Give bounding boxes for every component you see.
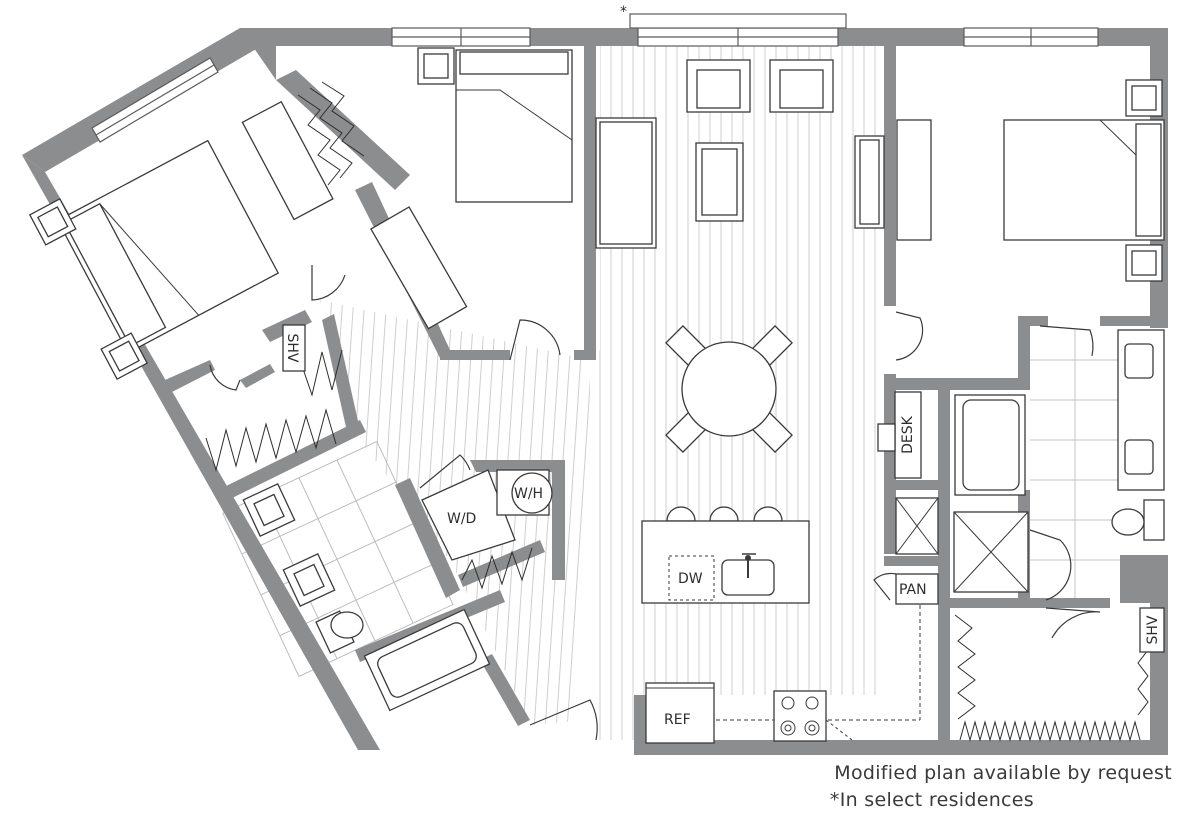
walls <box>22 28 1168 755</box>
desk: DESK <box>877 391 922 479</box>
living-furniture <box>595 59 885 249</box>
right-bath-fixtures <box>953 329 1165 593</box>
right-bath-tile <box>1030 330 1120 600</box>
svg-text:PAN: PAN <box>899 582 927 598</box>
note-select-residences: *In select residences <box>829 789 1034 811</box>
shv-right: SHV <box>1139 607 1165 653</box>
mid-bedroom-dresser <box>370 206 468 330</box>
mid-bedroom-furniture <box>417 47 573 203</box>
kitchen-island: DW <box>641 506 810 604</box>
right-closet <box>954 614 1149 742</box>
windows <box>91 13 1099 143</box>
svg-text:W/D: W/D <box>447 511 476 527</box>
dining-set <box>665 325 793 453</box>
kitchen-counter: REF <box>645 605 921 744</box>
svg-text:DW: DW <box>678 571 703 587</box>
window-asterisk: * <box>620 4 627 20</box>
hatch-line <box>566 300 590 725</box>
svg-text:REF: REF <box>664 712 691 728</box>
mid-bedroom-closet <box>297 81 365 186</box>
note-modified-plan: Modified plan available by request <box>834 762 1172 784</box>
left-bedroom-furniture <box>28 139 280 380</box>
shv-left: SHV <box>282 324 306 372</box>
laundry: W/D W/H <box>421 469 553 590</box>
svg-text:W/H: W/H <box>514 486 543 502</box>
left-bath-fixtures <box>242 482 491 712</box>
svg-text:SHV: SHV <box>1145 615 1161 644</box>
svg-text:DESK: DESK <box>900 415 916 454</box>
left-bedroom-dresser <box>241 100 334 221</box>
doors <box>209 265 1101 741</box>
linen-closet <box>895 497 939 555</box>
right-bedroom-furniture <box>896 79 1165 282</box>
left-bed-closet <box>205 349 343 472</box>
pantry: PAN <box>895 573 939 605</box>
svg-text:SHV: SHV <box>284 334 300 363</box>
